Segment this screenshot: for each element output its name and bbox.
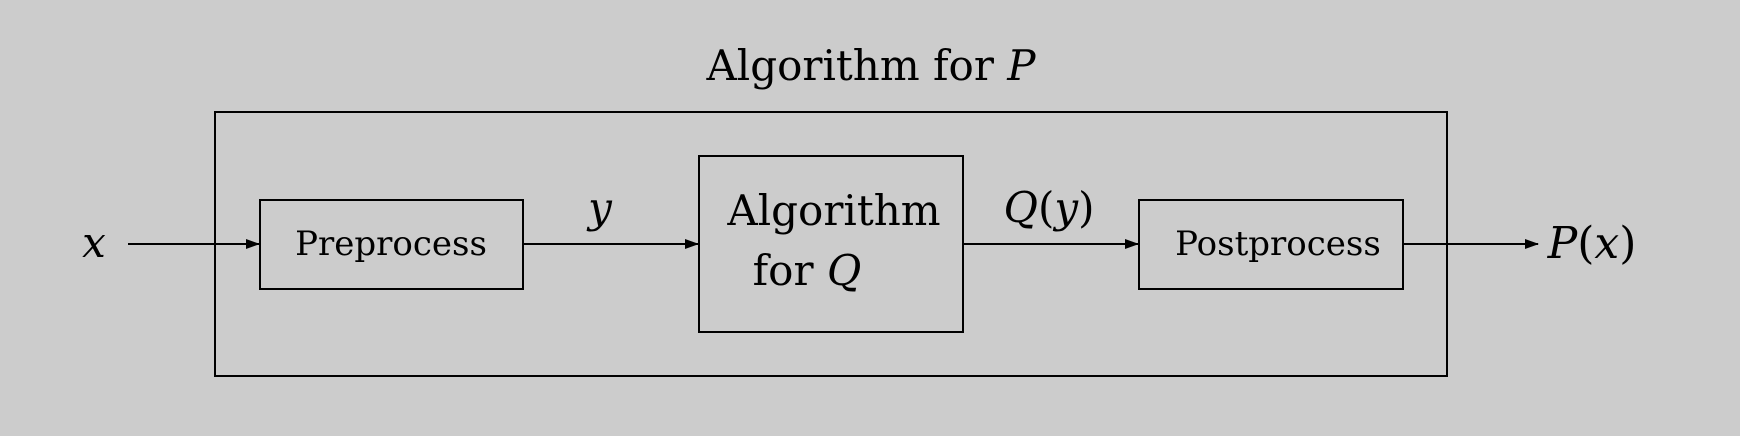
algorithm-q-label-line2: for Q: [753, 246, 862, 295]
input-label: x: [82, 218, 106, 267]
output-label: P(x): [1547, 218, 1637, 269]
postprocess-label: Postprocess: [1175, 224, 1381, 264]
q-output-label: Q(y): [1004, 183, 1095, 232]
diagram-title: Algorithm for P: [705, 41, 1036, 90]
algorithm-q-box: [698, 155, 964, 333]
intermediate-label: y: [586, 183, 613, 232]
preprocess-label: Preprocess: [295, 224, 487, 264]
algorithm-q-label-line1: Algorithm: [726, 186, 940, 235]
